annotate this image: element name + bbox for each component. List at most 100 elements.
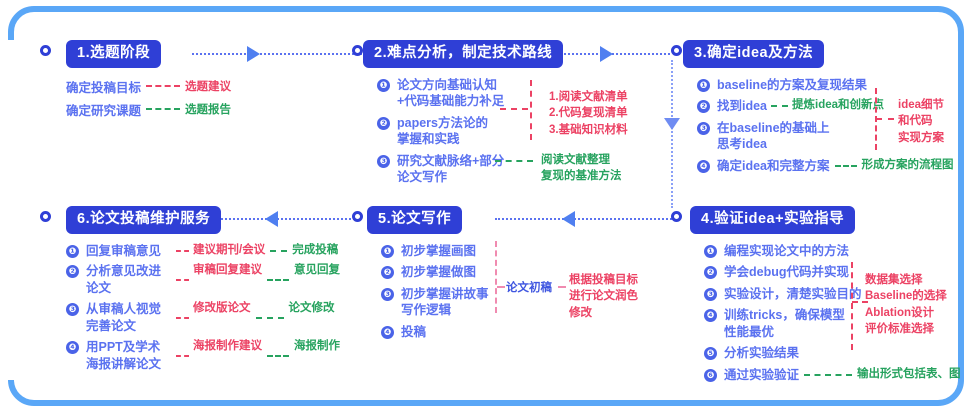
stage-3-item-text: baseline的方案及复现结果 — [717, 77, 868, 92]
stage-4-item-6-dash — [804, 373, 853, 376]
stage-3-item-4-dash — [834, 164, 857, 167]
stage-1-badge[interactable]: 1.选题阶段 — [66, 40, 162, 68]
stage-5-badge[interactable]: 5.论文写作 — [367, 206, 463, 234]
stage-6-row-end: 意见回复 — [294, 264, 340, 277]
stage-6-row-dash-b — [267, 354, 289, 357]
arrow-down-1 — [664, 118, 680, 130]
stage-4-badge[interactable]: 4.验证idea+实验指导 — [690, 206, 856, 234]
bullet-number: ❶ — [381, 244, 394, 258]
stage-4-item: ❹ 训练tricks，确保模型 性能最优 — [704, 307, 961, 340]
stage-4-item: ❺ 分析实验结果 — [704, 345, 961, 362]
connector-1-to-2 — [192, 53, 362, 55]
node-dot-1 — [40, 45, 51, 56]
bullet-number: ❹ — [704, 309, 717, 323]
stage-5-item-text: 初步掌握做图 — [401, 265, 477, 280]
stage-6-row-dash-b — [255, 316, 284, 319]
stage-3-item-text: 在baseline的基础上 思考idea — [717, 120, 830, 152]
stage-3-item-text: 确定idea和完整方案 — [717, 158, 830, 173]
stage-6-row-dash-b — [267, 278, 289, 281]
bullet-number: ❸ — [66, 303, 79, 317]
stage-2-item: ❸ 研究文献脉络+部分 论文写作 — [377, 153, 563, 186]
stage-6-row-dash-a — [176, 278, 189, 281]
bullet-number: ❸ — [704, 287, 717, 301]
stage-4-item-text: 学会debug代码并实现 — [724, 265, 849, 280]
bullet-number: ❹ — [697, 159, 710, 173]
stage-5-item-text: 初步掌握画图 — [401, 243, 477, 258]
stage-1-row-1-dash — [146, 85, 181, 88]
stage-3-item-2-dash — [771, 105, 789, 108]
stage-6-row-label: 回复审稿意见 — [86, 243, 162, 258]
bullet-number: ❻ — [704, 368, 717, 382]
stage-3-badge[interactable]: 3.确定idea及方法 — [683, 40, 825, 68]
stage-2-item-text: papers方法论的 掌握和实践 — [397, 115, 488, 147]
stage-4-red-dash — [852, 301, 868, 303]
stage-4-item: ❸ 实验设计，清楚实验目的 — [704, 286, 961, 303]
stage-6-row-mid: 建议期刊/会议 — [193, 243, 266, 256]
stage-6-badge[interactable]: 6.论文投稿维护服务 — [66, 206, 222, 234]
stage-3-item-2-note: 提炼idea和创新点 — [792, 99, 885, 112]
stage-6[interactable]: 6.论文投稿维护服务 ❶ 回复审稿意见 建议期刊/会议 完成投稿 ❷ 分析意见改… — [40, 206, 340, 377]
node-dot-5 — [352, 211, 363, 222]
stage-5-item: ❸ 初步掌握讲故事 写作逻辑 — [381, 286, 489, 319]
bullet-number: ❶ — [377, 78, 390, 92]
bullet-number: ❹ — [381, 325, 394, 339]
bullet-number: ❶ — [66, 244, 79, 258]
stage-4-item: ❶ 编程实现论文中的方法 — [704, 243, 961, 260]
connector-2-to-3 — [560, 53, 670, 55]
arrow-left-1 — [265, 211, 278, 227]
bullet-number: ❷ — [697, 100, 710, 114]
stage-3-item: ❹ 确定idea和完整方案 形成方案的流程图 — [697, 158, 954, 175]
bullet-number: ❸ — [377, 154, 390, 168]
stage-1[interactable]: 1.选题阶段 确定投稿目标 选题建议 确定研究课题 选题报告 — [40, 40, 231, 119]
stage-5[interactable]: 5.论文写作 ❶ 初步掌握画图 ❷ 初步掌握做图 ❸ 初步掌握讲故事 写作逻辑 … — [352, 206, 489, 345]
stage-6-row-dash-a — [176, 354, 189, 357]
arrow-left-2 — [562, 211, 575, 227]
stage-6-row: ❸ 从审稿人视觉 完善论文 修改版论文 论文修改 — [66, 301, 340, 334]
stage-1-row-2-note: 选题报告 — [185, 104, 232, 117]
stage-1-row-2: 确定研究课题 选题报告 — [66, 100, 231, 119]
stage-6-row-end: 完成投稿 — [292, 243, 339, 256]
stage-3-item: ❷ 找到idea 提炼idea和创新点 — [697, 98, 954, 115]
stage-3-red-dash — [876, 118, 894, 120]
stage-5-item-text: 投稿 — [401, 324, 427, 339]
stage-6-row-mid: 修改版论文 — [193, 302, 251, 315]
bullet-number: ❸ — [381, 287, 394, 301]
stage-6-row-label: 用PPT及学术 海报讲解论文 — [86, 340, 162, 371]
stage-6-row-dash-a — [176, 316, 189, 319]
stage-2-badge[interactable]: 2.难点分析，制定技术路线 — [363, 40, 564, 68]
stage-2-green-note: 阅读文献整理 复现的基准方法 — [541, 154, 622, 183]
stage-2-item: ❶ 论文方向基础认知 +代码基础能力补足 — [377, 77, 563, 110]
stage-3-item: ❸ 在baseline的基础上 思考idea — [697, 120, 954, 153]
stage-4-item-text: 编程实现论文中的方法 — [724, 243, 850, 258]
bullet-number: ❸ — [697, 121, 710, 135]
stage-4-red-note: 数据集选择 Baseline的选择 Ablation设计 评价标准选择 — [865, 274, 947, 335]
stage-2-item-text: 论文方向基础认知 +代码基础能力补足 — [397, 77, 505, 109]
stage-5-item: ❶ 初步掌握画图 — [381, 243, 489, 260]
stage-3-item-4-note: 形成方案的流程图 — [861, 158, 954, 171]
stage-6-row-dash-b — [270, 249, 288, 252]
stage-2-item: ❷ papers方法论的 掌握和实践 — [377, 115, 563, 148]
stage-2[interactable]: 2.难点分析，制定技术路线 ❶ 论文方向基础认知 +代码基础能力补足 ❷ pap… — [352, 40, 564, 191]
stage-3[interactable]: 3.确定idea及方法 ❶ baseline的方案及复现结果 ❷ 找到idea … — [671, 40, 954, 179]
stage-5-item: ❹ 投稿 — [381, 324, 489, 341]
stage-2-red-divider — [530, 80, 532, 140]
bullet-number: ❹ — [66, 341, 79, 355]
bullet-number: ❷ — [377, 116, 390, 130]
stage-4-item: ❻ 通过实验验证 输出形式包括表、图 — [704, 367, 961, 384]
stage-2-red-dash — [500, 108, 528, 110]
stage-1-row-1: 确定投稿目标 选题建议 — [66, 77, 231, 96]
stage-6-row-end: 论文修改 — [288, 302, 335, 315]
stage-5-divider — [495, 241, 497, 313]
stage-4[interactable]: 4.验证idea+实验指导 ❶ 编程实现论文中的方法 ❷ 学会debug代码并实… — [671, 206, 961, 388]
stage-5-item-text: 初步掌握讲故事 写作逻辑 — [401, 286, 489, 318]
bullet-number: ❷ — [66, 265, 79, 279]
stage-3-item-text: 找到idea — [717, 99, 768, 114]
stage-4-item-text: 训练tricks，确保模型 性能最优 — [724, 308, 845, 339]
node-dot-2 — [352, 45, 363, 56]
bullet-number: ❶ — [697, 78, 710, 92]
arrow-right-2 — [600, 46, 613, 62]
stage-6-row-end: 海报制作 — [294, 340, 340, 353]
stage-6-row: ❹ 用PPT及学术 海报讲解论文 海报制作建议 海报制作 — [66, 339, 340, 372]
stage-3-item: ❶ baseline的方案及复现结果 — [697, 77, 954, 94]
stage-2-item-text: 研究文献脉络+部分 论文写作 — [397, 153, 505, 185]
